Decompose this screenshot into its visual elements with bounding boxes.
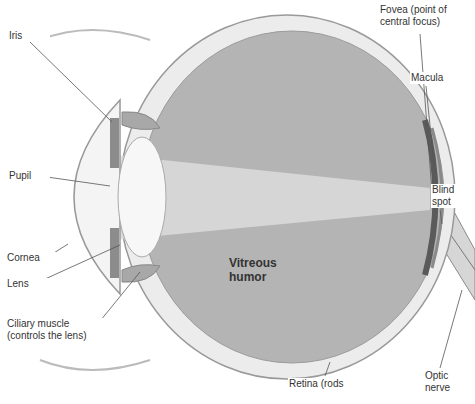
lens: [118, 137, 166, 257]
leader-line: [30, 42, 112, 122]
leader-line: [426, 86, 434, 165]
iris-lower: [110, 228, 119, 278]
part-label: Cornea: [6, 252, 58, 264]
leader-line: [420, 34, 432, 192]
part-label: Macula: [410, 72, 462, 84]
leader-line: [40, 176, 110, 186]
part-label: Blind spot: [431, 184, 471, 208]
part-label: Retina (rods: [288, 378, 344, 390]
part-label: Optic nerve: [424, 370, 470, 394]
iris-upper: [110, 118, 119, 168]
part-label: Pupil: [8, 170, 50, 182]
eyelid-line: [40, 30, 150, 40]
ciliary-upper: [122, 112, 160, 130]
leader-line: [325, 362, 330, 376]
region-label: Vitreous humor: [228, 256, 292, 284]
eyelid-line: [40, 360, 150, 370]
part-label: Iris: [8, 30, 50, 42]
cornea: [74, 100, 120, 294]
leader-line: [440, 290, 462, 368]
leader-line: [440, 210, 442, 224]
part-label: Ciliary muscle (controls the lens): [6, 318, 106, 342]
part-label: Fovea (point of central focus): [379, 4, 471, 28]
ciliary-lower: [122, 265, 160, 283]
part-label: Lens: [6, 278, 48, 290]
